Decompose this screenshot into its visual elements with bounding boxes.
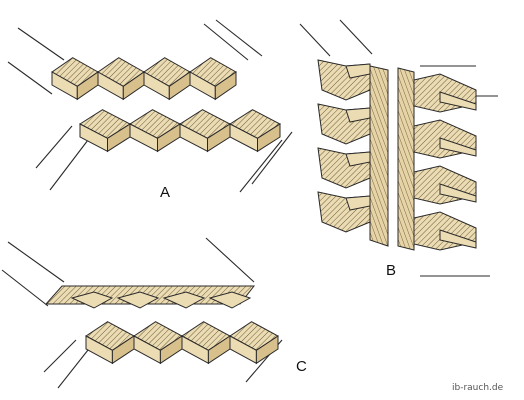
joint-a-upper-tooth-side-dark <box>214 71 237 101</box>
joint-c-drawing <box>1 237 283 389</box>
board-a-upper-edge <box>203 23 249 61</box>
joint-b-left-tooth-side <box>345 195 371 211</box>
joint-a-lower-tooth-side-dark <box>257 123 281 153</box>
board-a-upper-edge <box>7 61 53 95</box>
board-a-upper-edge <box>17 27 65 61</box>
board-b-edge <box>339 19 373 55</box>
board-c-upper-edge <box>7 241 65 283</box>
joint-b-left-board <box>369 65 389 247</box>
joint-b-right-tooth-side <box>439 91 477 111</box>
joint-c-groove <box>208 291 252 309</box>
joint-b-right-board <box>397 67 415 251</box>
board-a-lower-edge <box>35 125 73 169</box>
board-c-upper-edge <box>1 269 49 307</box>
joint-c-groove <box>70 291 114 309</box>
board-c-upper-edge <box>205 237 255 283</box>
board-a-lower-edge <box>251 131 293 185</box>
label-a: A <box>160 184 171 201</box>
board-a-upper-edge <box>215 19 263 57</box>
label-c: C <box>296 358 307 375</box>
board-a-lower-edge <box>49 139 89 191</box>
board-c-lower-edge <box>57 349 89 389</box>
joint-c-groove <box>116 291 160 309</box>
joint-a-drawing <box>7 19 293 193</box>
joint-b-left-tooth-side <box>345 107 371 123</box>
label-b: B <box>386 262 397 279</box>
joint-b-drawing <box>299 19 498 277</box>
watermark: ib-rauch.de <box>452 383 504 393</box>
joint-c-lower-tooth-side-dark <box>255 335 279 365</box>
joint-b-right-tooth-side <box>439 137 477 157</box>
board-a-lower-edge <box>239 139 283 193</box>
board-c-lower-edge <box>43 339 77 373</box>
joint-b-left-tooth-side <box>345 63 371 79</box>
joint-b-right-tooth-side <box>439 229 477 249</box>
board-b-edge <box>299 23 331 57</box>
joint-b-left-tooth-side <box>345 151 371 167</box>
joint-b-right-tooth-side <box>439 183 477 203</box>
joint-c-groove <box>162 291 206 309</box>
